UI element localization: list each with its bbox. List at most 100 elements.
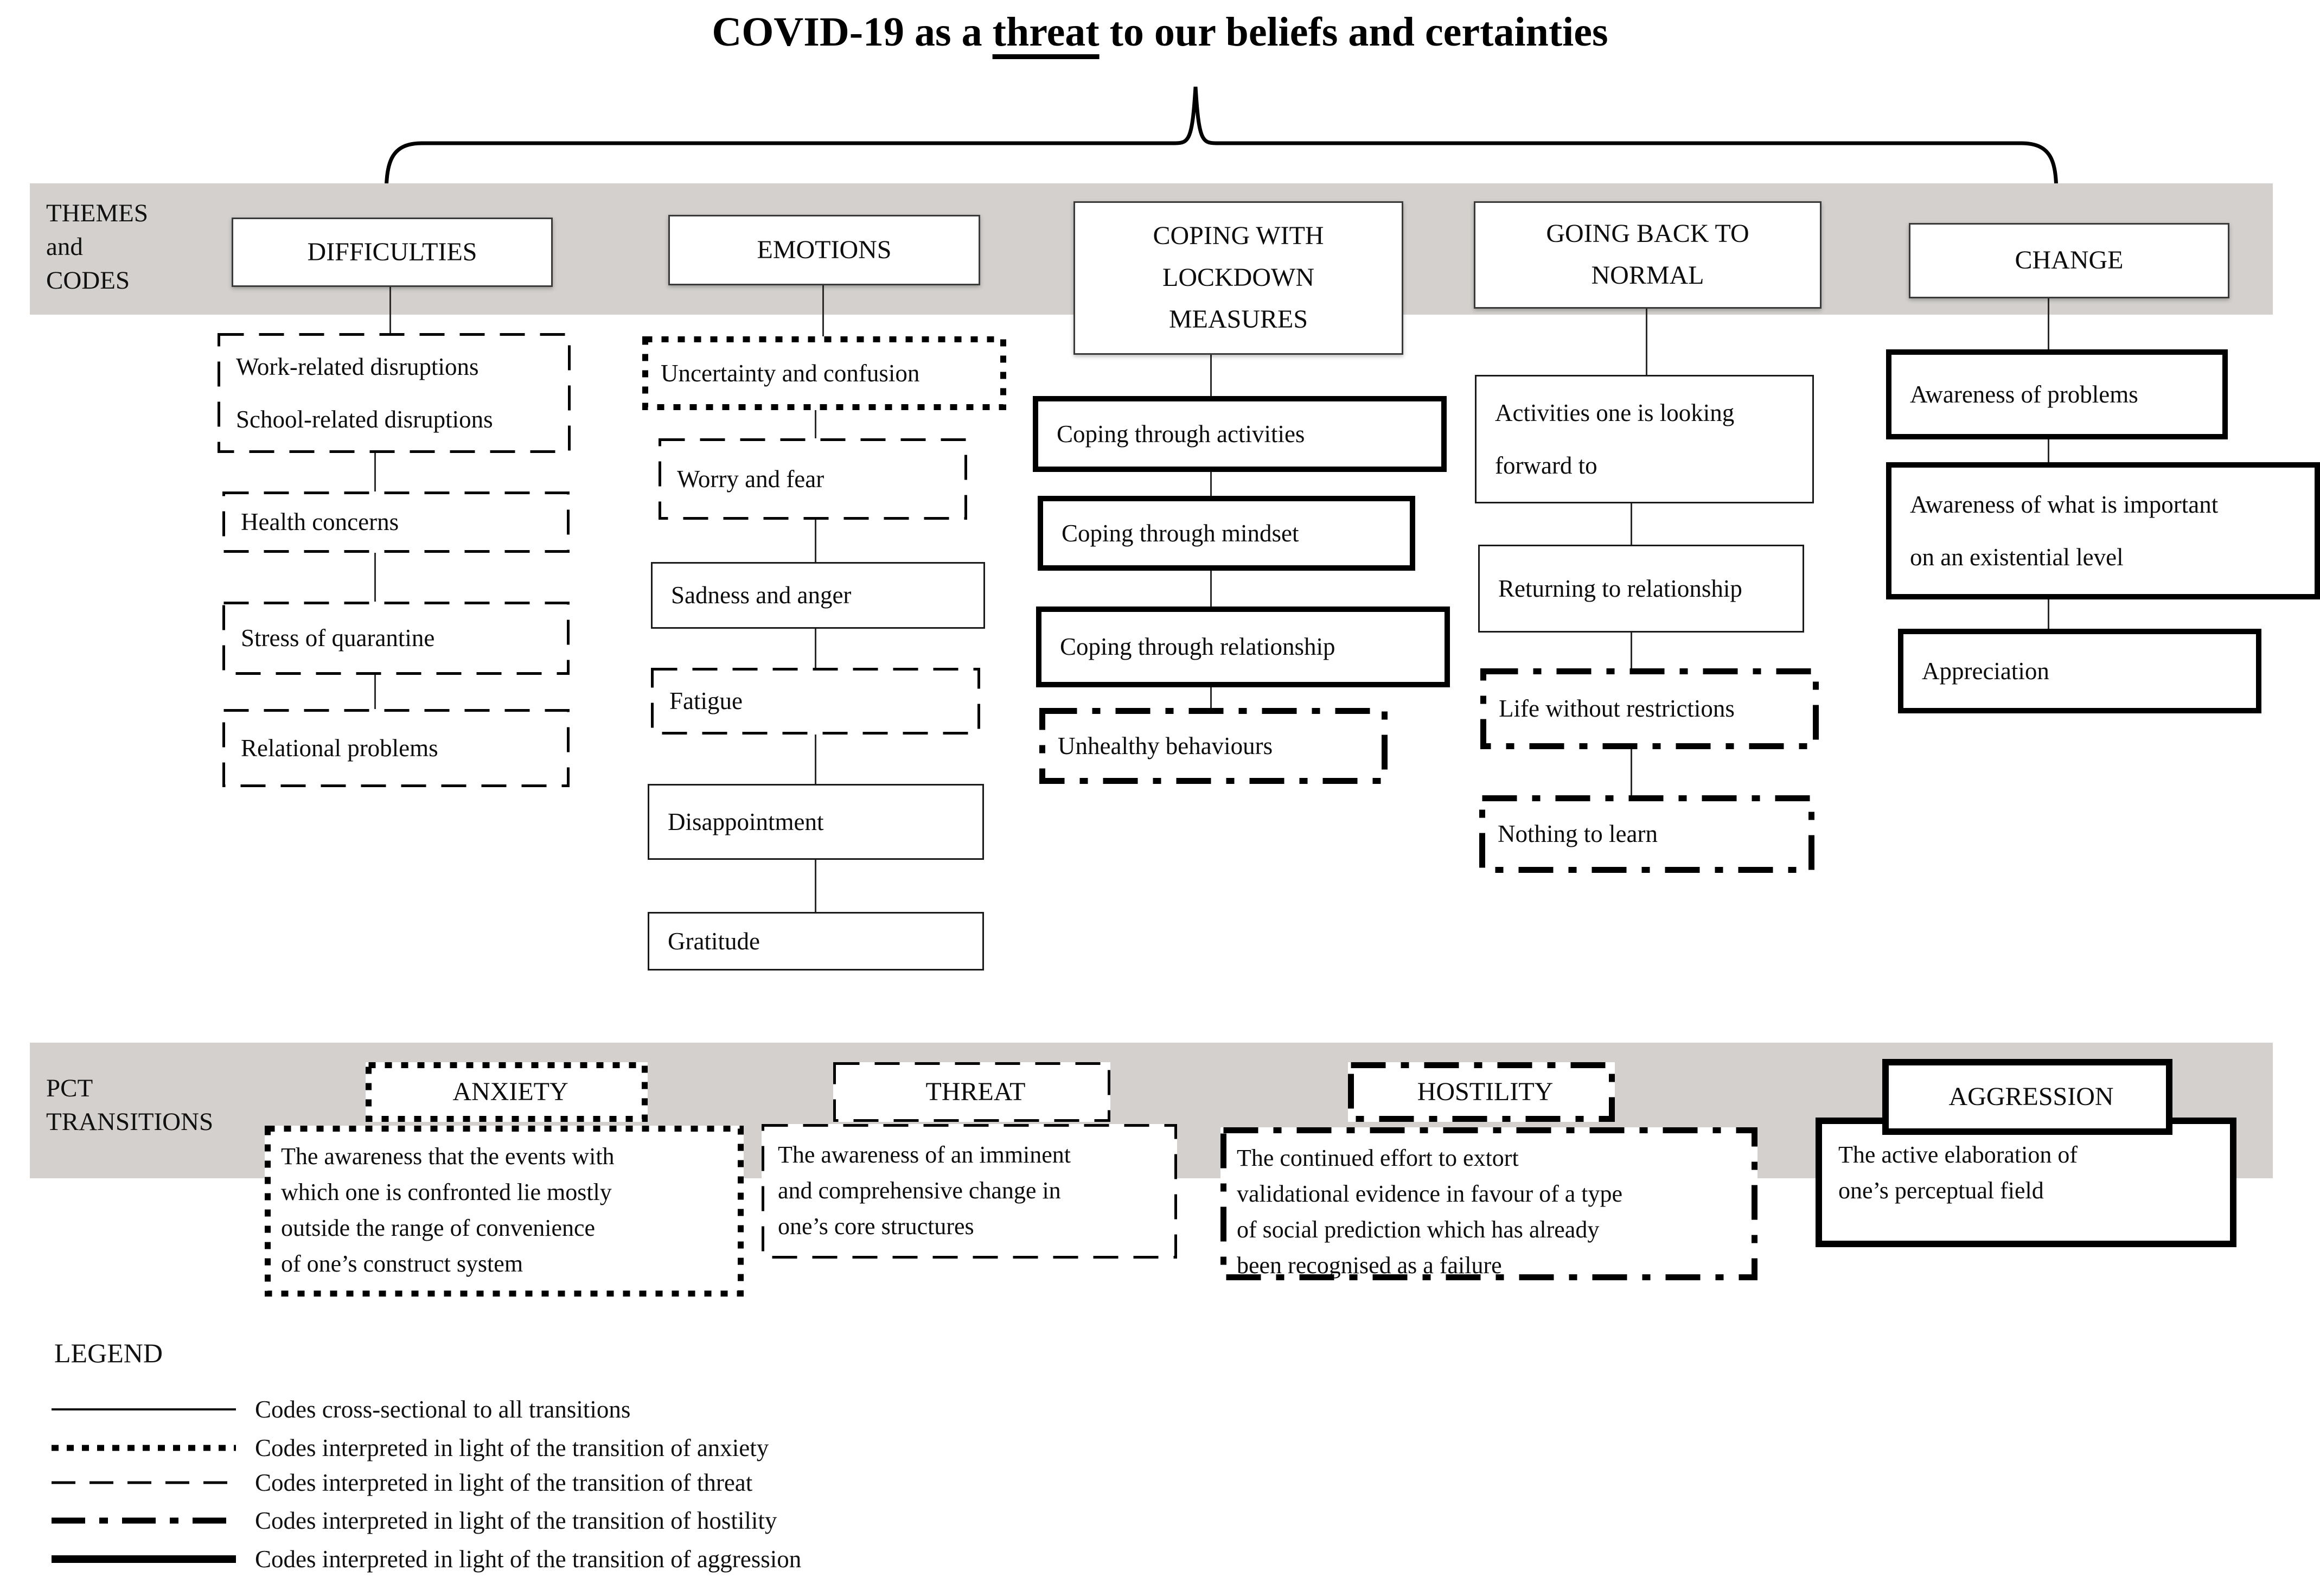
code-box-appreciation: Appreciation [1898,629,2261,713]
legend-swatch-dash-dot-line [52,1517,236,1524]
code-box-health-concerns: Health concerns [222,491,570,553]
transition-desc-anxiety: The awareness that the events with which… [265,1126,744,1297]
code-box-relational-problems: Relational problems [222,709,570,787]
legend-item: Codes interpreted in light of the transi… [52,1543,1136,1575]
code-label: Unhealthy behaviours [1058,732,1273,759]
connector-line [815,625,816,668]
connector-line [1646,305,1647,375]
code-label: Life without restrictions [1499,695,1735,722]
connector-line [2048,295,2049,349]
code-box-disappointment: Disappointment [648,784,984,860]
transition-label: ANXIETY [452,1077,568,1107]
code-box-sadness-and-anger: Sadness and anger [651,562,985,629]
code-label: Appreciation [1922,657,2049,685]
title-prefix: COVID-19 as a [712,9,993,55]
code-box-nothing-to-learn: Nothing to learn [1479,795,1814,873]
connector-line [1631,629,1632,668]
legend-label: Codes interpreted in light of the transi… [255,1546,802,1573]
theme-box-going-back-to-normal: GOING BACK TO NORMAL [1474,201,1822,309]
page-title: COVID-19 as a threat to our beliefs and … [0,9,2320,56]
theme-box-difficulties: DIFFICULTIES [232,218,553,287]
transition-description: The continued effort to extort validatio… [1237,1145,1623,1279]
code-label: Awareness of what is important on an exi… [1910,490,2219,571]
connector-line [815,735,816,784]
connector-line [815,857,816,912]
code-label: Work-related disruptions School-related … [236,353,493,433]
transition-label: AGGRESSION [1948,1082,2114,1112]
legend-swatch-dashed-line [52,1481,236,1484]
legend-label: Codes interpreted in light of the transi… [255,1434,769,1461]
connector-line [374,675,376,709]
code-label: Activities one is looking forward to [1495,399,1735,479]
theme-box-coping: COPING WITH LOCKDOWN MEASURES [1073,201,1403,355]
code-label: Coping through activities [1057,420,1305,448]
transition-description: The active elaboration of one’s perceptu… [1838,1141,2078,1204]
code-label: Uncertainty and confusion [661,359,920,387]
connector-line [1210,352,1212,396]
code-label: Returning to relationship [1498,574,1742,602]
code-box-awareness-of-problems: Awareness of problems [1886,349,2228,439]
code-label: Fatigue [669,687,743,714]
transition-label: THREAT [925,1077,1026,1107]
legend-item: Codes cross-sectional to all transitions [52,1393,1136,1426]
theme-label: DIFFICULTIES [307,237,477,266]
code-box-worry-and-fear: Worry and fear [659,438,967,520]
code-label: Sadness and anger [671,582,852,609]
code-box-gratitude: Gratitude [648,912,984,971]
legend-item: Codes interpreted in light of the transi… [52,1466,1136,1499]
theme-label: GOING BACK TO NORMAL [1546,219,1749,290]
theme-label: CHANGE [2015,246,2124,275]
connector-line [389,284,391,333]
transition-description: The awareness of an imminent and compreh… [778,1141,1071,1240]
theme-label: COPING WITH LOCKDOWN MEASURES [1153,221,1324,334]
connector-line [374,553,376,602]
connector-line [1631,749,1632,795]
pct-transitions-label: PCT TRANSITIONS [46,1074,214,1137]
connector-line [1210,560,1212,607]
code-box-life-without-restrictions: Life without restrictions [1480,668,1819,749]
connector-line [815,520,816,562]
transition-box-threat: THREAT [833,1062,1110,1122]
transition-desc-aggression: The active elaboration of one’s perceptu… [1816,1118,2236,1247]
transition-box-hostility: HOSTILITY [1348,1062,1615,1122]
legend-swatch-solid-thin-line [52,1408,236,1410]
connector-line [2048,589,2049,629]
code-label: Coping through relationship [1060,633,1335,660]
connector-line [2048,429,2049,462]
code-label: Worry and fear [677,465,825,493]
code-label: Stress of quarantine [241,624,435,652]
title-suffix: to our beliefs and certainties [1099,9,1608,55]
code-box-awareness-existential: Awareness of what is important on an exi… [1886,462,2320,599]
transition-desc-threat: The awareness of an imminent and compreh… [762,1124,1177,1259]
legend-label: Codes interpreted in light of the transi… [255,1469,753,1496]
connector-line [1631,500,1632,545]
transition-description: The awareness that the events with which… [281,1143,615,1277]
code-box-work-school-disruptions: Work-related disruptions School-related … [218,333,571,453]
legend-item: Codes interpreted in light of the transi… [52,1504,1136,1537]
code-label: Health concerns [241,508,399,535]
code-box-fatigue: Fatigue [651,668,980,735]
theme-label: EMOTIONS [757,235,892,264]
connector-line [374,453,376,491]
code-box-activities-looking-forward: Activities one is looking forward to [1475,375,1814,503]
transition-box-anxiety: ANXIETY [366,1062,648,1122]
code-label: Disappointment [668,808,824,835]
code-label: Relational problems [241,734,438,762]
transition-desc-hostility: The continued effort to extort validatio… [1220,1127,1757,1280]
code-label: Nothing to learn [1498,820,1658,847]
connector-line [1210,676,1212,708]
code-box-returning-to-relationship: Returning to relationship [1478,545,1804,633]
legend-label: Codes cross-sectional to all transitions [255,1396,631,1423]
legend-swatch-dotted-line [52,1445,236,1451]
title-underlined-word: threat [992,9,1100,55]
legend-label: Codes interpreted in light of the transi… [255,1507,777,1534]
code-box-unhealthy-behaviours: Unhealthy behaviours [1039,708,1388,784]
code-box-stress-of-quarantine: Stress of quarantine [222,602,570,675]
code-box-uncertainty-confusion: Uncertainty and confusion [642,336,1006,410]
legend-swatch-thick-solid-line [52,1555,236,1563]
theme-box-emotions: EMOTIONS [668,215,980,285]
legend-title: LEGEND [54,1338,163,1368]
connector-line [822,282,824,336]
code-label: Coping through mindset [1062,519,1299,547]
